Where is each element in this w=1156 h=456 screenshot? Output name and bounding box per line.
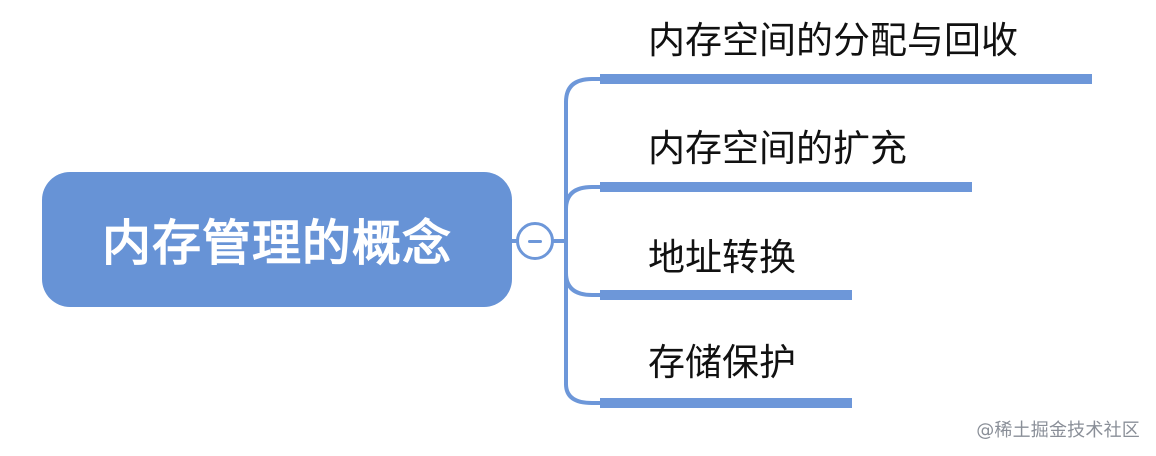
branch-underline-4 <box>600 398 852 408</box>
branch-label-1: 内存空间的分配与回收 <box>648 19 1018 62</box>
watermark-text: @稀土掘金技术社区 <box>976 420 1140 441</box>
branch-node-2[interactable]: 内存空间的扩充 <box>648 130 907 167</box>
branch-trunk-line <box>552 100 568 386</box>
branch-node-1[interactable]: 内存空间的分配与回收 <box>648 22 1018 59</box>
branch-connector-2 <box>564 185 602 211</box>
branch-underline-1 <box>600 74 1092 84</box>
branch-connector-1 <box>564 77 602 104</box>
root-node[interactable]: 内存管理的概念 <box>42 172 512 307</box>
collapse-toggle[interactable] <box>516 222 554 260</box>
branch-connector-4 <box>564 382 602 405</box>
minus-icon <box>528 240 542 243</box>
branch-label-4: 存储保护 <box>648 341 796 384</box>
branch-label-3: 地址转换 <box>648 236 796 279</box>
branch-node-3[interactable]: 地址转换 <box>648 239 796 276</box>
branch-node-4[interactable]: 存储保护 <box>648 344 796 381</box>
branch-connector-3 <box>564 271 602 297</box>
watermark: @稀土掘金技术社区 <box>976 416 1140 442</box>
branch-underline-3 <box>600 290 852 300</box>
branch-label-2: 内存空间的扩充 <box>648 127 907 170</box>
branch-underline-2 <box>600 182 972 192</box>
root-node-label: 内存管理的概念 <box>101 215 452 272</box>
